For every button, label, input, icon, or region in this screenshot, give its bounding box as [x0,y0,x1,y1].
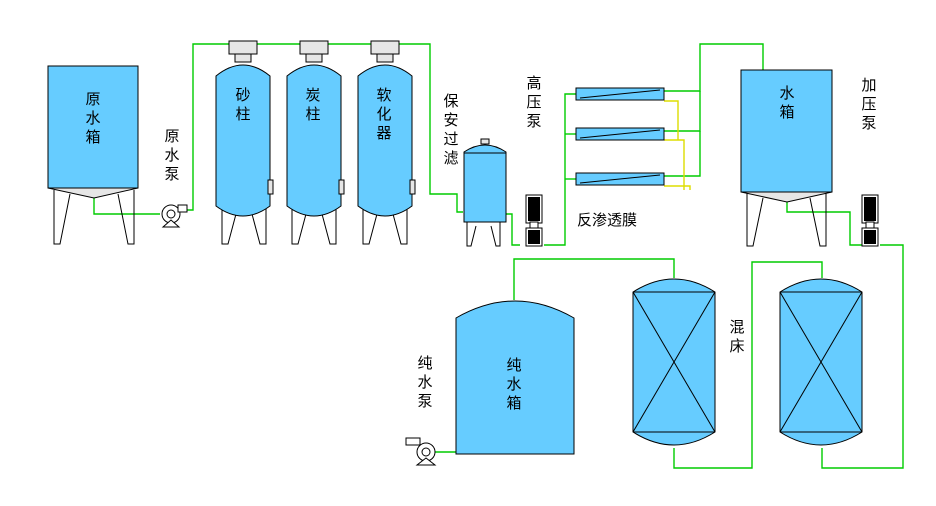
column-body [286,64,342,217]
membrane-diagonal [579,89,661,99]
tank-leg [746,192,764,247]
mixed-bed-2 [779,278,863,446]
pipe-tank-to-booster [786,196,863,246]
column-leg [251,205,267,245]
water-tank-label: 水箱 [779,84,794,121]
booster-pump [861,194,879,247]
filter-leg [490,222,501,247]
column-port [409,179,416,195]
column-leg [321,205,337,245]
column-valve-head [370,40,400,55]
pipe-membrane-out-2 [664,91,701,132]
column-leg [291,205,307,245]
ro-membrane-label: 反渗透膜 [577,211,637,229]
pipe-membrane-out-3 [664,131,701,177]
pump-impeller [166,209,176,219]
pure-tank-label: 纯水箱 [506,356,521,412]
drain-line-1 [664,100,679,140]
pipe-network [93,43,904,469]
pump-motor-fill [528,197,540,221]
sand-label: 砂柱 [235,86,250,123]
pump-body-fill [864,230,876,244]
tank-leg [809,192,827,247]
column-neck [234,53,252,63]
filter-body [463,144,507,223]
raw-pump-label: 原水泵 [164,127,179,183]
tank-cone [740,191,833,203]
softener-column: 软化器 [357,40,416,245]
column-body [357,64,413,217]
pump-base [415,457,437,466]
mixed-bed-cross [779,291,863,433]
ro-membrane-3 [575,172,665,186]
sand-filter-column: 砂柱 [215,40,274,245]
column-leg [221,205,237,245]
pump-body-fill [528,230,540,244]
raw-water-pump [161,204,188,228]
filter-leg [466,222,477,247]
pump-outlet [405,437,421,446]
ro-membrane-2 [575,127,665,141]
pipe-mixed-bed-link [673,261,823,469]
pump-base [161,219,181,228]
pure-tank-body [455,300,575,455]
ro-membrane-1 [575,87,665,101]
mixed-bed-label: 混床 [729,318,744,355]
softener-label: 软化器 [376,86,391,142]
column-neck [376,53,394,63]
tank-cone [47,187,139,199]
mixed-bed-1 [632,278,716,446]
pump-motor-fill [864,197,876,221]
column-valve-head [228,40,258,55]
pipe-mixed-bed-to-pure-tank [513,258,675,300]
hp-pump-label: 高压泵 [526,74,541,130]
security-filter-label: 保安过滤 [443,92,458,167]
tank-body [740,69,833,193]
tank-leg [117,190,135,245]
intermediate-water-tank: 水箱 [740,69,833,247]
raw-tank-label: 原水箱 [85,90,100,146]
security-filter [463,138,507,247]
membrane-diagonal [579,129,661,139]
tank-leg [53,190,71,245]
drain-line-2 [664,139,685,190]
column-neck [305,53,323,63]
column-leg [392,205,408,245]
carbon-label: 炭柱 [305,86,320,123]
pump-coupling [529,221,539,229]
pipe-booster-to-mixed-bed [821,244,904,469]
pure-water-pump [405,437,437,466]
pump-coupling [865,221,875,229]
pipe-hp-pump-to-membranes [544,93,576,246]
raw-water-tank: 原水箱 [47,65,139,245]
pump-outlet [177,204,188,213]
drain-line-3 [664,185,691,190]
high-pressure-pump [525,194,543,247]
carbon-filter-column: 炭柱 [286,40,345,245]
pipe-membranes-to-tank [664,43,764,92]
booster-pump-label: 加压泵 [861,76,876,132]
mixed-bed-cross [632,291,716,433]
filter-top-knob [480,138,490,145]
column-port [338,179,345,195]
pipe-raw-tank-to-pump [93,196,160,215]
pipe-pump-to-columns [185,43,463,213]
column-valve-head [299,40,329,55]
pure-pump-label: 纯水泵 [417,354,432,410]
column-leg [362,205,378,245]
column-body [215,64,271,217]
pump-impeller [421,447,431,457]
membrane-diagonal [579,174,661,184]
column-port [267,179,274,195]
tank-body [47,65,139,189]
pure-water-tank: 纯水箱 [455,300,575,455]
